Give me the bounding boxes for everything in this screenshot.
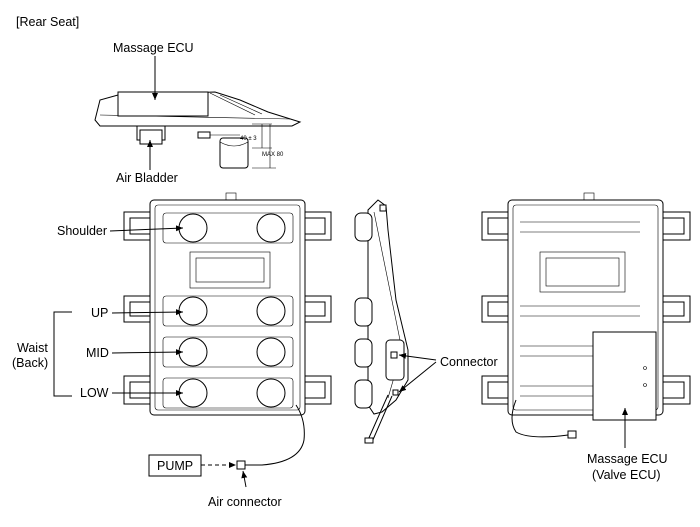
shoulder-label: Shoulder (57, 224, 107, 238)
up-label: UP (91, 306, 108, 320)
section-title: [Rear Seat] (16, 15, 79, 29)
front-view-seat (123, 192, 332, 466)
top-side-view: 40 ± 3 MAX 80 (94, 91, 302, 169)
max-height-dimension: MAX 80 (262, 152, 284, 158)
air-connector-label: Air connector (208, 495, 282, 509)
waist-label-line2: (Back) (12, 356, 48, 370)
massage-ecu-top-box (117, 91, 209, 117)
pump-label: PUMP (157, 459, 193, 473)
connector-part-2 (392, 389, 399, 396)
low-label: LOW (80, 386, 109, 400)
waist-label-line1: Waist (17, 341, 48, 355)
waist-bracket (53, 311, 72, 397)
massage-ecu-valve-label-line1: Massage ECU (587, 452, 668, 466)
massage-ecu-valve-label-line2: (Valve ECU) (592, 468, 661, 482)
connector-label: Connector (440, 355, 498, 369)
air-bladder-label: Air Bladder (116, 171, 178, 185)
side-view-seat (354, 199, 409, 444)
mid-label: MID (86, 346, 109, 360)
offset-dimension: 40 ± 3 (240, 136, 257, 142)
air-connector-part (236, 460, 246, 470)
massage-ecu-valve-box (592, 331, 657, 421)
connector-part-1 (390, 351, 398, 359)
massage-ecu-top-label: Massage ECU (113, 41, 194, 55)
rear-view-seat (481, 192, 691, 439)
